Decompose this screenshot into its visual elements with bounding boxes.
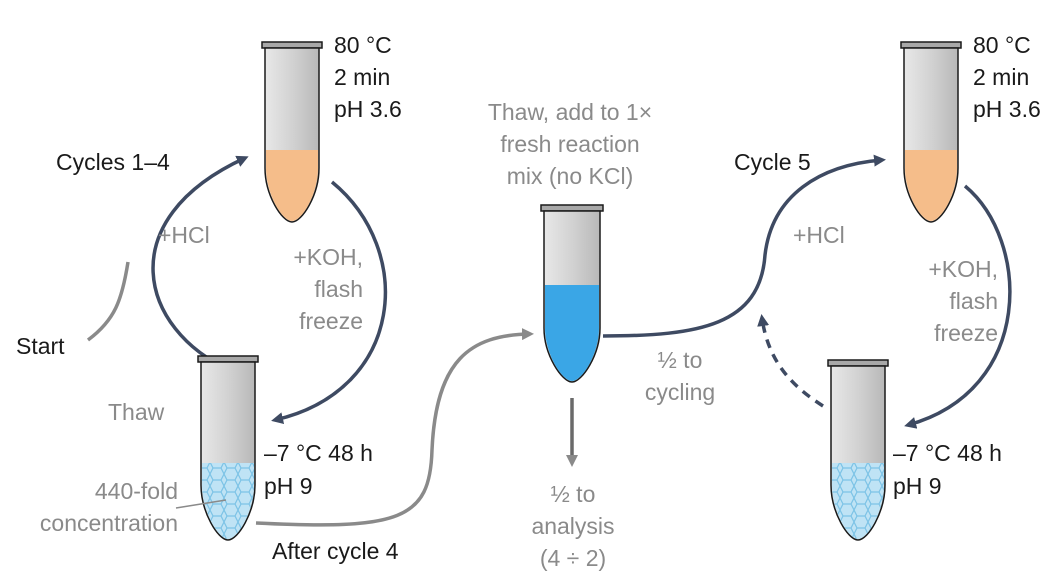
fold-concentration-label: 440-fold concentration [40,478,178,536]
tube-heated-right [900,41,962,223]
svg-text:+KOH,: +KOH, [293,244,363,270]
svg-text:concentration: concentration [40,510,178,536]
after-cycle4-label: After cycle 4 [272,538,399,564]
koh-label-right: +KOH, flash freeze [928,256,998,346]
koh-label-left: +KOH, flash freeze [293,244,363,334]
cold-conditions-left: –7 °C 48 h pH 9 [264,440,373,499]
svg-text:½ to: ½ to [551,481,596,507]
svg-text:2 min: 2 min [334,64,390,90]
cycle-arrow-acidify-left [151,155,249,372]
return-arrow-dashed [757,314,824,408]
tube-frozen-left [197,355,259,541]
after-cycle4-arrow [255,328,534,527]
svg-text:analysis: analysis [531,513,614,539]
svg-text:–7 °C 48 h: –7 °C 48 h [264,440,373,466]
svg-text:2 min: 2 min [973,64,1029,90]
half-analysis-label: ½ to analysis (4 ÷ 2) [531,481,614,571]
svg-text:freeze: freeze [299,308,363,334]
hcl-label-right: +HCl [793,222,845,248]
start-arrow [86,261,130,342]
tube-heated-left [261,41,323,223]
svg-text:freeze: freeze [934,320,998,346]
svg-text:Thaw, add to 1×: Thaw, add to 1× [488,99,652,125]
cycle-arrow-freeze-right [904,184,1012,429]
cycle5-label: Cycle 5 [734,149,811,175]
svg-text:(4 ÷ 2): (4 ÷ 2) [540,545,606,571]
half-cycling-label: ½ to cycling [645,347,715,405]
svg-text:+KOH,: +KOH, [928,256,998,282]
svg-text:pH 3.6: pH 3.6 [973,96,1041,122]
svg-text:–7 °C 48 h: –7 °C 48 h [893,440,1002,466]
svg-text:80 °C: 80 °C [334,32,392,58]
tube-frozen-right [827,359,889,541]
hcl-label-left: +HCl [158,222,210,248]
tube-fresh-mix [540,204,604,383]
svg-text:80 °C: 80 °C [973,32,1031,58]
svg-text:440-fold: 440-fold [95,478,178,504]
svg-text:flash: flash [314,276,363,302]
cycle-arrow-freeze-left [271,180,387,425]
svg-text:fresh reaction: fresh reaction [500,131,639,157]
svg-text:pH 9: pH 9 [893,473,942,499]
svg-text:pH 3.6: pH 3.6 [334,96,402,122]
svg-text:flash: flash [949,288,998,314]
svg-text:½ to: ½ to [658,347,703,373]
svg-text:pH 9: pH 9 [264,473,313,499]
heat-conditions-right: 80 °C 2 min pH 3.6 [973,32,1041,122]
cold-conditions-right: –7 °C 48 h pH 9 [893,440,1002,499]
thaw-label: Thaw [108,399,165,425]
svg-text:cycling: cycling [645,379,715,405]
thaw-add-label: Thaw, add to 1× fresh reaction mix (no K… [488,99,652,189]
heat-conditions-left: 80 °C 2 min pH 3.6 [334,32,402,122]
concentration-leader-line [175,499,227,509]
cycles-1-4-label: Cycles 1–4 [56,149,170,175]
start-label: Start [16,333,65,359]
cycle-arrow-acidify-right [602,154,886,338]
svg-text:mix (no KCl): mix (no KCl) [507,163,634,189]
